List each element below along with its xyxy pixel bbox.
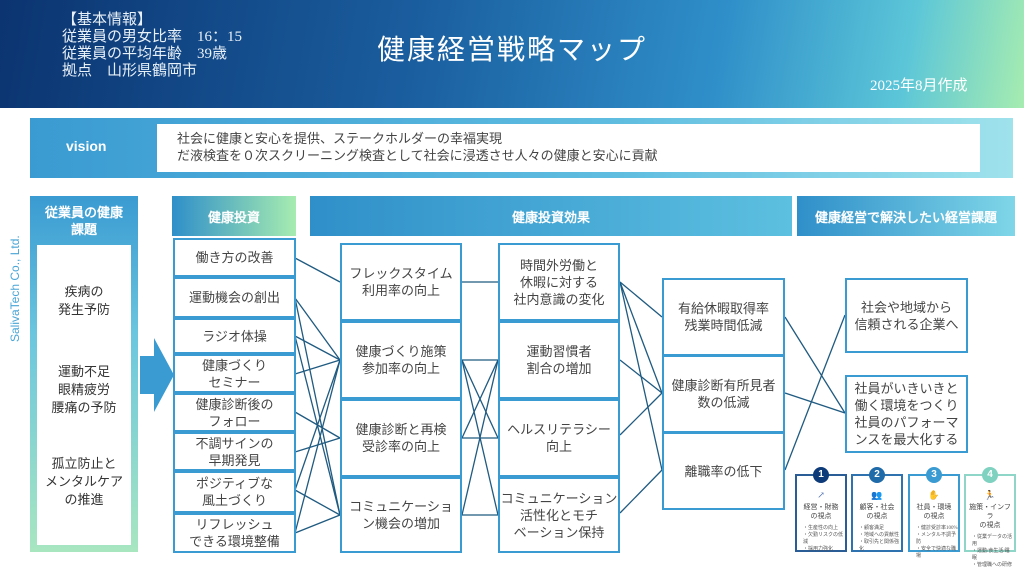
effect-item: 運動習慣者 割合の増加 bbox=[498, 321, 620, 399]
chart-icon: ↗ bbox=[817, 490, 825, 500]
card-bullet: ・健診受診率100% bbox=[916, 526, 958, 531]
investment-item: 健康づくり セミナー bbox=[173, 354, 296, 393]
effect-item: コミュニケーショ ン機会の増加 bbox=[340, 477, 462, 553]
issues-panel: 従業員の健康課題 疾病の 発生予防 運動不足 眼精疲労 腰痛の予防 孤立防止と … bbox=[30, 196, 138, 552]
people-icon: 👥 bbox=[871, 490, 883, 500]
effect-item: 離職率の低下 bbox=[662, 432, 785, 510]
effect-item: 健康診断と再検 受診率の向上 bbox=[340, 399, 462, 477]
effect-item: 時間外労働と 休暇に対する 社内意識の変化 bbox=[498, 243, 620, 321]
issue-item: 運動不足 眼精疲労 腰痛の予防 bbox=[51, 364, 117, 415]
goals-header: 健康経営で解決したい経営課題 bbox=[797, 196, 1015, 236]
card-bullet: ・採用力強化 bbox=[803, 547, 834, 552]
perspective-card-4: 4 🏃 施策・インフラ の視点 ・従業データの活用・運動/食生活/睡眠・管理職へ… bbox=[964, 467, 1016, 568]
header-banner: 【基本情報】 従業員の男女比率 16：15 従業員の平均年齢 39歳 拠点 山形… bbox=[0, 0, 1024, 108]
issues-list: 疾病の 発生予防 運動不足 眼精疲労 腰痛の予防 孤立防止と メンタルケア の推… bbox=[37, 245, 131, 545]
investment-item: ポジティブな 風土づくり bbox=[173, 471, 296, 513]
card-title: 社員・環境 の視点 bbox=[916, 503, 952, 520]
effect-item: 有給休暇取得率 残業時間低減 bbox=[662, 278, 785, 356]
info-location: 拠点 山形県鶴岡市 bbox=[62, 63, 198, 79]
card-bullet: ・管理職への研修 bbox=[972, 563, 1013, 568]
basic-info: 【基本情報】 従業員の男女比率 16：15 従業員の平均年齢 39歳 拠点 山形… bbox=[62, 12, 242, 80]
effect-item: コミュニケーション 活性化とモチ ベーション保持 bbox=[498, 477, 620, 553]
card-bullet: ・地域への貢献性 bbox=[859, 533, 900, 538]
info-gender-ratio: 従業員の男女比率 16：15 bbox=[62, 29, 243, 45]
investment-item: ラジオ体操 bbox=[173, 318, 296, 354]
card-bullet: ・取引先と関係強化 bbox=[859, 540, 900, 552]
issue-item: 疾病の 発生予防 bbox=[57, 284, 110, 317]
vision-bar: vision 社会に健康と安心を提供、ステークホルダーの幸福実現 だ液検査を０次… bbox=[30, 118, 1013, 178]
card-title: 顧客・社会 の視点 bbox=[859, 503, 895, 520]
card-number: 2 bbox=[869, 467, 885, 483]
perspective-card-2: 2 👥 顧客・社会 の視点 ・顧客満足・地域への貢献性・取引先と関係強化 bbox=[851, 467, 903, 552]
card-title: 経営・財務 の視点 bbox=[803, 503, 839, 520]
investment-item: 働き方の改善 bbox=[173, 238, 296, 277]
issue-item: 孤立防止と メンタルケア の推進 bbox=[44, 456, 123, 507]
goal-item: 社員がいきいきと 働く環境をつくり 社員のパフォーマ ンスを最大化する bbox=[845, 375, 968, 453]
vision-line: 社会に健康と安心を提供、ステークホルダーの幸福実現 bbox=[177, 131, 503, 146]
investment-item: 不調サインの 早期発見 bbox=[173, 432, 296, 471]
effect-item: 健康診断有所見者 数の低減 bbox=[662, 355, 785, 433]
card-number: 4 bbox=[982, 467, 998, 483]
info-average-age: 従業員の平均年齢 39歳 bbox=[62, 46, 228, 62]
effects-header: 健康投資効果 bbox=[310, 196, 792, 236]
perspective-card-1: 1 ↗ 経営・財務 の視点 ・生産性の向上・欠勤リスクの低減・採用力強化 bbox=[795, 467, 847, 552]
runner-icon: 🏃 bbox=[984, 490, 996, 500]
card-bullet: ・メンタル不調予防 bbox=[916, 533, 957, 545]
card-bullet: ・顧客満足 bbox=[859, 526, 885, 531]
arrow-right-icon bbox=[140, 338, 174, 412]
effect-item: フレックスタイム 利用率の向上 bbox=[340, 243, 462, 321]
issues-header: 従業員の健康課題 bbox=[44, 205, 123, 237]
card-title: 施策・インフラ の視点 bbox=[969, 503, 1011, 529]
effect-item: 健康づくり施策 参加率の向上 bbox=[340, 321, 462, 399]
goal-item: 社会や地域から 信頼される企業へ bbox=[845, 278, 968, 353]
investment-item: 健康診断後の フォロー bbox=[173, 393, 296, 432]
card-bullet: ・生産性の向上 bbox=[803, 526, 839, 531]
card-number: 3 bbox=[926, 467, 942, 483]
card-bullet: ・欠勤リスクの低減 bbox=[803, 533, 844, 545]
effect-item: ヘルスリテラシー 向上 bbox=[498, 399, 620, 477]
card-bullet: ・運動/食生活/睡眠 bbox=[972, 549, 1010, 561]
investment-item: リフレッシュ できる環境整備 bbox=[173, 513, 296, 553]
vision-label: vision bbox=[66, 138, 107, 154]
perspective-card-3: 3 ✋ 社員・環境 の視点 ・健診受診率100% ・メンタル不調予防・安全で快適な… bbox=[908, 467, 960, 559]
vision-line: だ液検査を０次スクリーニング検査として社会に浸透させ人々の健康と安心に貢献 bbox=[177, 148, 658, 163]
page-title: 健康経営戦略マップ bbox=[376, 35, 647, 66]
card-bullet: ・従業データの活用 bbox=[972, 535, 1013, 547]
investment-item: 運動機会の創出 bbox=[173, 277, 296, 318]
investment-header: 健康投資 bbox=[172, 196, 296, 236]
info-heading: 【基本情報】 bbox=[62, 12, 153, 28]
vision-text: 社会に健康と安心を提供、ステークホルダーの幸福実現 だ液検査を０次スクリーニング… bbox=[157, 124, 980, 172]
created-date: 2025年8月作成 bbox=[870, 78, 968, 94]
card-number: 1 bbox=[813, 467, 829, 483]
employee-icon: ✋ bbox=[928, 490, 940, 500]
card-bullet: ・安全で快適な職場 bbox=[916, 547, 957, 559]
